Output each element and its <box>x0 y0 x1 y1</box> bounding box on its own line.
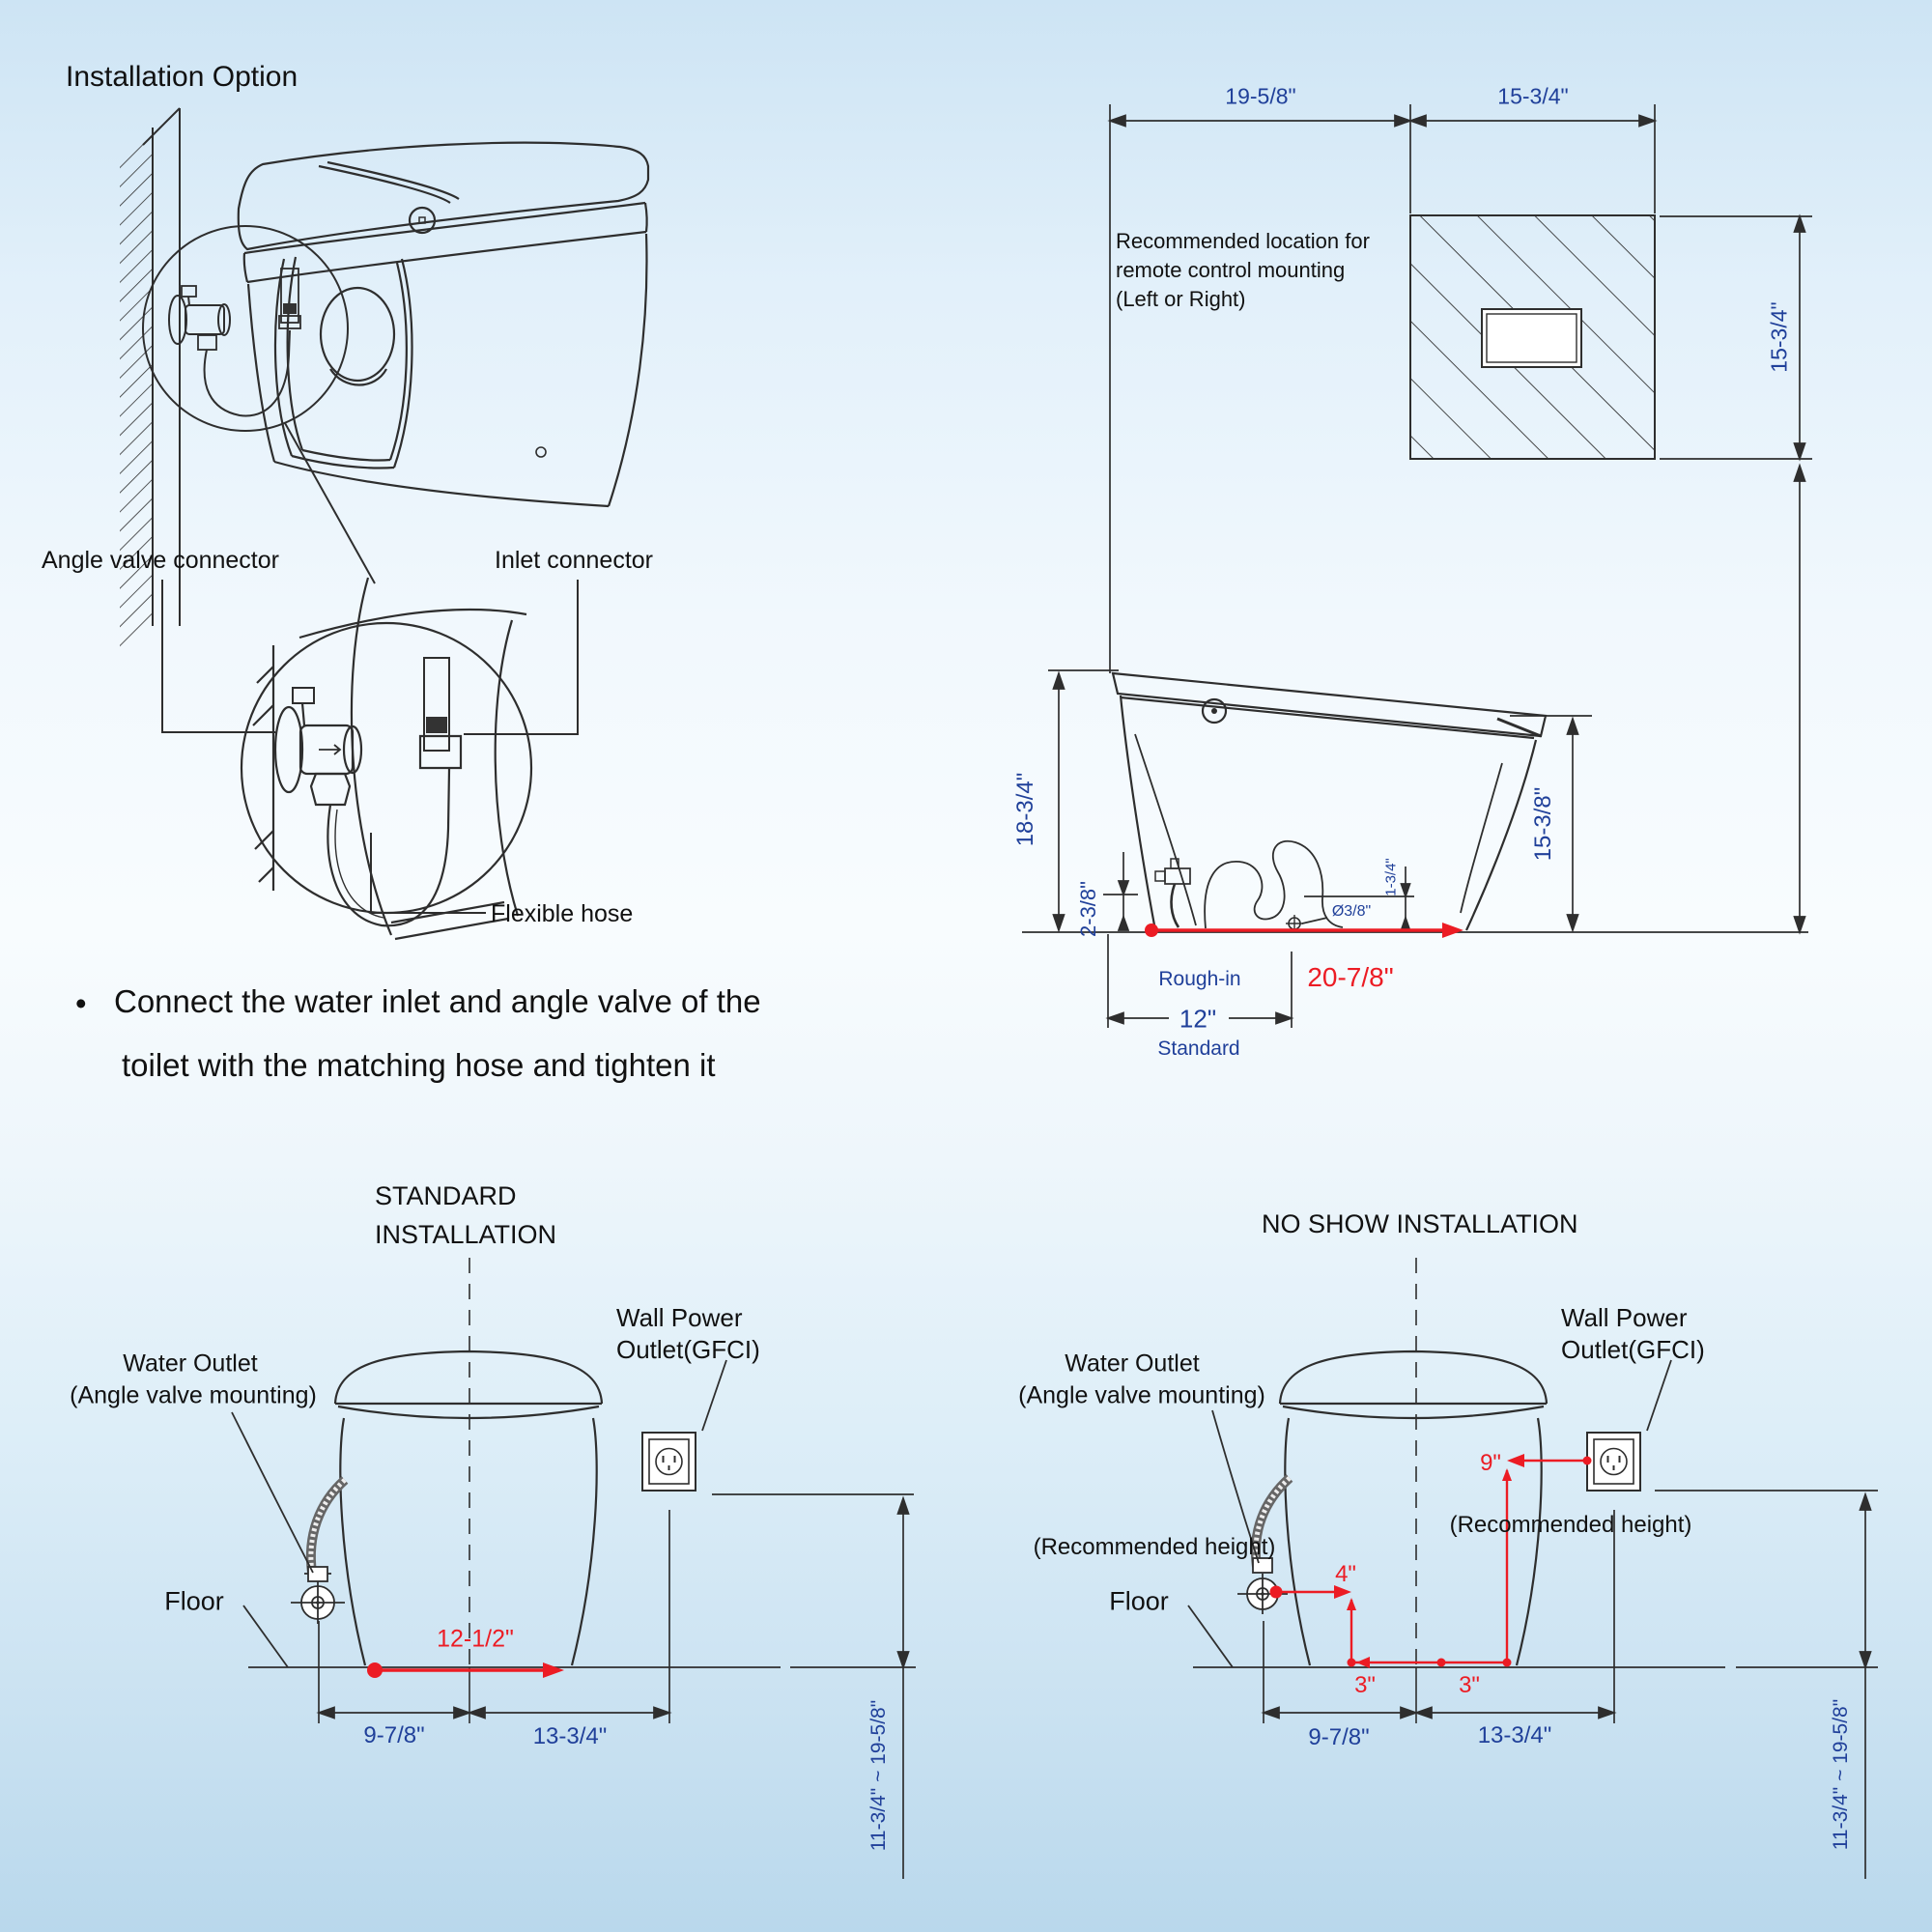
std-title-line1: STANDARD <box>375 1181 517 1210</box>
remote-note-line1: Recommended location for <box>1116 229 1370 253</box>
flexible-hose-label: Flexible hose <box>491 900 634 927</box>
remote-height-dim: 15-3/4" <box>1766 301 1792 373</box>
wall-hatch <box>120 107 181 659</box>
std-wall-power-label: Wall Power Outlet(GFCI) <box>616 1302 760 1366</box>
std-title: STANDARD INSTALLATION <box>375 1177 556 1254</box>
angle-valve-small-drawing <box>168 268 301 417</box>
ns-red-dimensions <box>1269 1454 1592 1668</box>
std-red-dimension <box>367 1662 564 1678</box>
std-water-outlet-label1: Water Outlet <box>123 1350 258 1378</box>
side-hole-height-dim: 1-3/4" <box>1382 858 1400 896</box>
std-right-dim: 13-3/4" <box>532 1723 608 1749</box>
toilet-side-view <box>1111 671 1548 932</box>
std-floor-label: Floor <box>164 1586 224 1616</box>
side-seat-height-dim: 15-3/8" <box>1530 786 1556 862</box>
std-wall-power-line1: Wall Power <box>616 1303 743 1332</box>
ns-left-dim: 9-7/8" <box>1308 1724 1370 1750</box>
note-line2: toilet with the matching hose and tighte… <box>122 1047 716 1083</box>
ns-title: NO SHOW INSTALLATION <box>1262 1209 1578 1238</box>
detail-circle-large <box>240 621 533 915</box>
ns-right-dim: 13-3/4" <box>1477 1722 1552 1748</box>
ns-leader-lines <box>1187 1359 1672 1668</box>
ns-outlet-height-range: 11-3/4" ~ 19-5/8" <box>1830 1698 1852 1851</box>
side-view-dimensions <box>1022 669 1808 1028</box>
ns-water-outlet-label1: Water Outlet <box>1065 1350 1200 1378</box>
std-water-outlet-label2: (Angle valve mounting) <box>70 1381 317 1409</box>
ns-rec-height-left: (Recommended height) <box>1033 1534 1276 1560</box>
std-left-dim: 9-7/8" <box>363 1722 425 1748</box>
water-outlet-icon-noshow <box>1237 1557 1288 1614</box>
detail-leader-line <box>284 422 376 584</box>
remote-width-dim: 15-3/4" <box>1497 83 1569 109</box>
water-outlet-icon-standard <box>291 1566 345 1624</box>
toilet-front-view-standard <box>333 1350 604 1666</box>
side-hole-dia-label: Ø3/8" <box>1331 903 1372 920</box>
ns-wall-power-label: Wall Power Outlet(GFCI) <box>1561 1302 1705 1366</box>
remote-note-line2: remote control mounting <box>1116 258 1346 282</box>
remote-control-rect <box>1481 308 1582 368</box>
side-view-rough-in-red <box>1145 923 1463 938</box>
remote-mount-area <box>1409 214 1656 460</box>
note-bullet: • <box>75 985 87 1021</box>
inlet-connector-label: Inlet connector <box>495 547 653 574</box>
std-wall-power-line2: Outlet(GFCI) <box>616 1335 760 1364</box>
ns-outlet-offset-dim: 9" <box>1480 1450 1501 1476</box>
ns-wall-power-line1: Wall Power <box>1561 1303 1688 1332</box>
hose-standard <box>305 1476 349 1574</box>
remote-note-line3: (Left or Right) <box>1116 287 1246 311</box>
ns-valve-offset-dim: 4" <box>1335 1561 1356 1587</box>
ns-wall-power-line2: Outlet(GFCI) <box>1561 1335 1705 1364</box>
ns-floor-and-dims <box>1193 1490 1878 1879</box>
ns-floor-label: Floor <box>1109 1586 1169 1616</box>
power-outlet-icon-noshow <box>1586 1432 1641 1492</box>
remote-mount-dimensions <box>1107 104 1812 935</box>
side-rough-in-standard: Standard <box>1157 1037 1240 1060</box>
remote-note: Recommended location for remote control … <box>1116 227 1370 314</box>
std-title-line2: INSTALLATION <box>375 1220 557 1249</box>
angle-valve-connector-label: Angle valve connector <box>42 547 279 574</box>
detail-circle-small <box>142 225 349 432</box>
side-total-height-dim: 18-3/4" <box>1012 772 1038 847</box>
label-leader-lines <box>161 580 579 914</box>
ns-right-3-dim: 3" <box>1459 1672 1480 1698</box>
note-line1: Connect the water inlet and angle valve … <box>114 983 761 1019</box>
std-base-width-dim: 12-1/2" <box>437 1625 514 1653</box>
std-leader-lines <box>231 1359 727 1668</box>
angle-valve-large-drawing <box>252 577 527 941</box>
side-rough-in-label: Rough-in <box>1158 968 1241 990</box>
side-depth-dim: 20-7/8" <box>1307 962 1394 992</box>
remote-offset-dim: 19-5/8" <box>1225 83 1296 109</box>
side-rough-in-value: 12" <box>1179 1004 1217 1034</box>
std-floor-and-dims <box>248 1493 916 1879</box>
power-outlet-icon-standard <box>641 1432 696 1492</box>
ns-rec-height-right: (Recommended height) <box>1449 1512 1692 1538</box>
page-title: Installation Option <box>66 61 298 93</box>
side-valve-height-dim: 2-3/8" <box>1076 881 1100 937</box>
ns-water-outlet-label2: (Angle valve mounting) <box>1018 1381 1265 1409</box>
ns-left-3-dim: 3" <box>1354 1672 1376 1698</box>
std-outlet-height-range: 11-3/4" ~ 19-5/8" <box>867 1699 890 1852</box>
